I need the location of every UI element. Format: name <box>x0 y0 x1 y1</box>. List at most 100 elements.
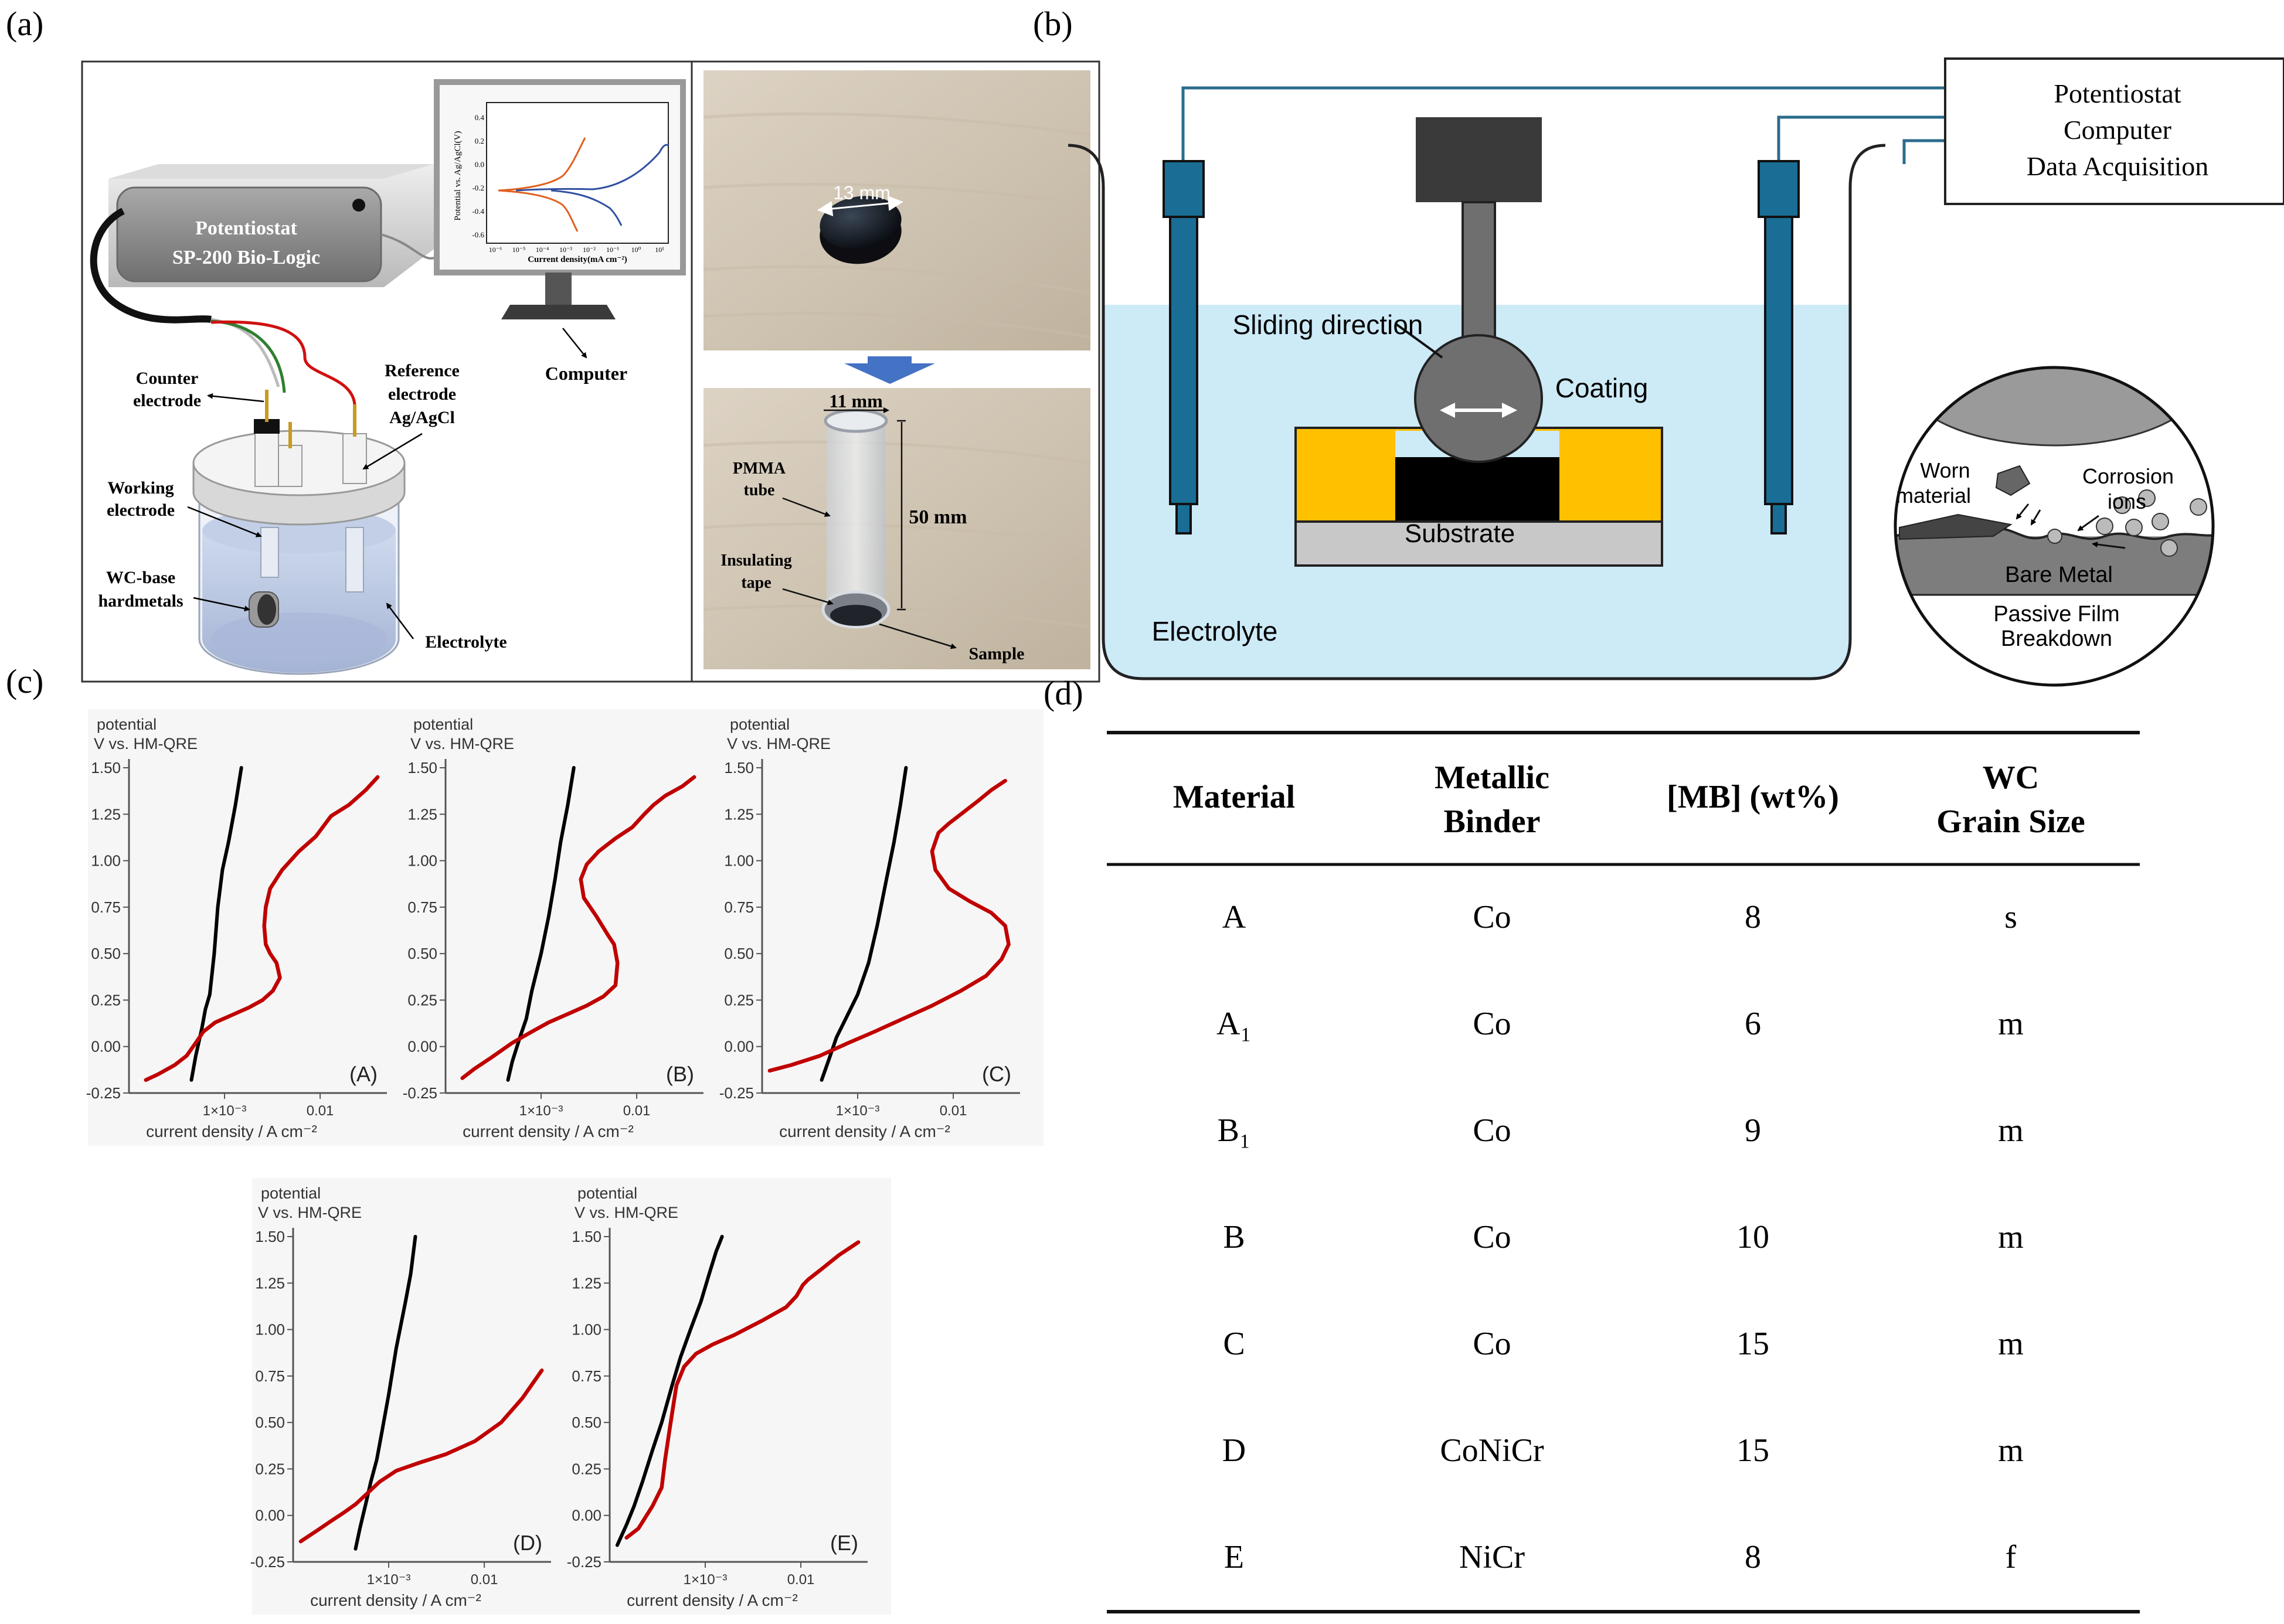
reference-electrode-rod <box>1163 160 1205 534</box>
counter-electrode-label-1: Counter <box>136 369 199 388</box>
chart-background <box>405 709 727 1146</box>
monitor-xtick: 10⁻¹ <box>606 246 619 254</box>
corrosion-ions-label-2: ions <box>2108 489 2146 513</box>
red-polarization-curve <box>624 1240 861 1540</box>
table-header-cell: Metallic <box>1435 760 1549 796</box>
y-tick-label: 0.50 <box>407 945 437 962</box>
electrolyte-label-b: Electrolyte <box>1152 616 1278 646</box>
box-line-3: Data Acquisition <box>2027 151 2208 181</box>
black-polarization-curve <box>615 1235 724 1547</box>
potentiostat-label-2: SP-200 Bio-Logic <box>172 247 320 268</box>
y-tick-label: 0.50 <box>255 1414 285 1431</box>
box-line-1: Potentiostat <box>2054 79 2181 108</box>
insulating-tape-label-2: tape <box>741 574 771 592</box>
monitor-ytick: 0.2 <box>475 137 484 145</box>
table-cell: m <box>1998 1006 2024 1042</box>
y-axis-label-1: potential <box>413 716 473 733</box>
wire-right <box>1777 115 1945 164</box>
tube-length-label: 50 mm <box>909 506 967 528</box>
y-tick-label: 0.00 <box>255 1507 285 1524</box>
monitor-ytick: 0.4 <box>475 113 485 122</box>
y-tick-label: 0.25 <box>724 991 754 1009</box>
passive-film-label-2: Breakdown <box>2001 627 2112 651</box>
y-tick-label: 0.75 <box>572 1367 601 1385</box>
wc-hardmetals-label-2: hardmetals <box>98 591 183 611</box>
table-header-cell: Material <box>1173 779 1295 815</box>
y-tick-label: 1.50 <box>91 759 121 777</box>
table-cell: 9 <box>1745 1112 1761 1149</box>
computer-label: Computer <box>545 363 627 384</box>
electrolyte-label-a: Electrolyte <box>425 632 507 652</box>
y-axis-label-2: V vs. HM-QRE <box>410 735 514 753</box>
table-cell: B₁ <box>1218 1112 1251 1149</box>
table-header-cell: WC <box>1983 760 2039 796</box>
potentiostat-label-1: Potentiostat <box>195 217 297 239</box>
table-header-cell: Grain Size <box>1936 804 2085 840</box>
x-axis-label: current density / A cm⁻² <box>779 1122 950 1140</box>
x-tick-label: 0.01 <box>623 1103 651 1119</box>
table-cell: 15 <box>1736 1326 1769 1362</box>
box-line-2: Computer <box>2064 115 2171 145</box>
tribometer-head <box>1416 117 1542 202</box>
red-polarization-curve <box>298 1368 544 1544</box>
y-tick-label: 1.25 <box>255 1274 285 1292</box>
x-tick-label: 1×10⁻³ <box>367 1572 411 1588</box>
table-cell: B <box>1223 1219 1245 1255</box>
y-tick-label: 0.25 <box>91 991 121 1009</box>
counter-electrode-label-2: electrode <box>133 391 201 410</box>
y-tick-label: 0.25 <box>572 1460 601 1477</box>
monitor-xlabel: Current density(mA cm⁻²) <box>528 255 627 264</box>
power-indicator-icon <box>352 199 365 212</box>
panel-a-letter: (a) <box>6 5 43 43</box>
main-cable <box>90 207 212 324</box>
disc-diameter-label: 13 mm <box>833 182 891 203</box>
chart-panel-label: (D) <box>513 1531 542 1555</box>
pmma-label-2: tube <box>744 481 775 499</box>
monitor-xtick: 10¹ <box>655 246 664 254</box>
wire-left <box>1181 86 1945 164</box>
table-cell: E <box>1224 1539 1244 1575</box>
monitor-xtick: 10⁻⁴ <box>536 246 549 254</box>
substrate-label: Substrate <box>1405 519 1515 548</box>
beaker-outline <box>1068 144 1886 680</box>
y-tick-label: 0.25 <box>407 991 437 1009</box>
table-cell: m <box>1998 1112 2024 1149</box>
pmma-tube-photo: 11 mm 50 mm PMMA tube Insulating tape Sa… <box>703 388 1091 669</box>
monitor-xtick: 10⁻⁵ <box>512 246 526 254</box>
electrochemical-cell <box>192 390 406 675</box>
y-tick-label: 0.75 <box>724 898 754 916</box>
y-tick-label: 1.50 <box>255 1228 285 1245</box>
working-electrode-label-1: Working <box>107 478 174 498</box>
monitor-xtick: 10⁻³ <box>559 246 572 254</box>
insulating-tape-label-1: Insulating <box>720 551 791 570</box>
y-tick-label: -0.25 <box>250 1553 285 1571</box>
panel-a-frame <box>81 60 1100 683</box>
chart-background <box>88 709 410 1146</box>
pmma-label-1: PMMA <box>733 459 786 478</box>
potentiostat-device: Potentiostat SP-200 Bio-Logic <box>108 164 434 287</box>
worn-material-label-1: Worn <box>1920 458 1970 482</box>
table-cell: 15 <box>1736 1432 1769 1469</box>
red-polarization-curve <box>767 778 1011 1073</box>
y-tick-label: 1.25 <box>91 805 121 823</box>
x-axis-label: current density / A cm⁻² <box>463 1122 634 1140</box>
table-cell: m <box>1998 1219 2024 1255</box>
table-cell: Co <box>1473 1219 1511 1255</box>
y-tick-label: 1.50 <box>407 759 437 777</box>
monitor-ytick: -0.4 <box>472 207 484 216</box>
panel-d-letter: (d) <box>1044 674 1083 712</box>
y-tick-label: 1.25 <box>407 805 437 823</box>
y-tick-label: 1.50 <box>724 759 754 777</box>
black-polarization-curve <box>354 1235 417 1551</box>
panel-a: (a) Potentiostat SP-200 Bio-Logic 0.4 0.2… <box>6 5 1100 683</box>
chart-panel-label: (C) <box>982 1062 1011 1086</box>
table-cell: Co <box>1473 1112 1511 1149</box>
y-axis-label-1: potential <box>97 716 157 733</box>
y-tick-label: 1.00 <box>255 1321 285 1339</box>
monitor-ytick: -0.2 <box>472 183 484 192</box>
